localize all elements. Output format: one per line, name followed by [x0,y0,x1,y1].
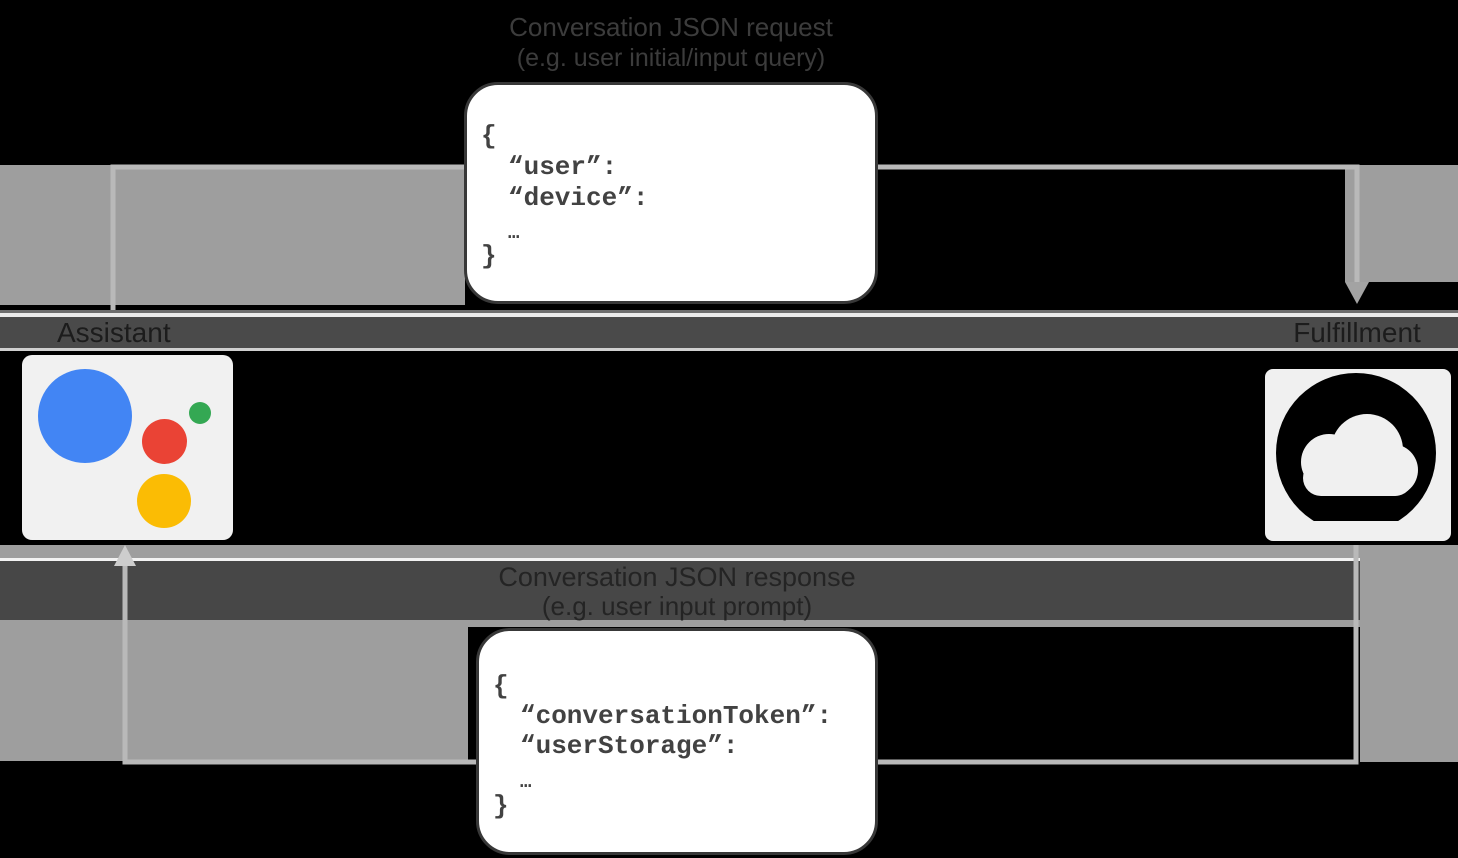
actor-band-edge-bottom [0,348,1458,351]
code-line: “user”: [508,152,618,182]
code-line: “userStorage”: [520,731,739,761]
response-arrowhead-icon [114,545,136,566]
response-lane-backdrop-mid [0,620,1367,627]
response-label-line1: Conversation JSON response [498,562,856,592]
assistant-red-circle [142,419,187,464]
code-line: … [508,222,520,244]
code-line: … [520,771,532,793]
assistant-yellow-circle [137,474,191,528]
request-lane-backdrop-right [1345,165,1458,282]
assistant-blue-circle [38,369,132,463]
actor-band [0,317,1458,348]
code-line: { [493,671,509,701]
response-lane-backdrop-top [0,545,1367,558]
request-arrowhead-icon [1345,282,1369,304]
response-json-box: { “conversationToken”: “userStorage”: … … [476,628,878,855]
response-label-strip [0,561,1367,620]
actor-band-highlight [0,313,1458,317]
fulfillment-label: Fulfillment [1293,317,1421,348]
fulfillment-card [1265,369,1451,541]
request-lane-backdrop-left [0,165,465,305]
assistant-green-circle [189,402,211,424]
response-lane-backdrop-right [1360,545,1458,762]
code-line: } [493,791,509,821]
assistant-label: Assistant [57,317,171,348]
google-cloud-logo-icon [1276,373,1436,521]
actor-band-edge-top [0,310,1458,313]
response-label-line2: (e.g. user input prompt) [541,591,813,621]
request-label-line1: Conversation JSON request [509,12,833,42]
code-line: “conversationToken”: [520,701,833,731]
request-label-line2: (e.g. user initial/input query) [516,44,826,72]
code-line: “device”: [508,183,649,213]
code-line: { [481,121,497,151]
response-lane-backdrop-left [0,627,468,761]
request-json-box: { “user”: “device”: … } [464,82,878,304]
assistant-card [22,355,233,540]
code-line: } [481,241,497,271]
response-lane-divider [0,558,1367,561]
